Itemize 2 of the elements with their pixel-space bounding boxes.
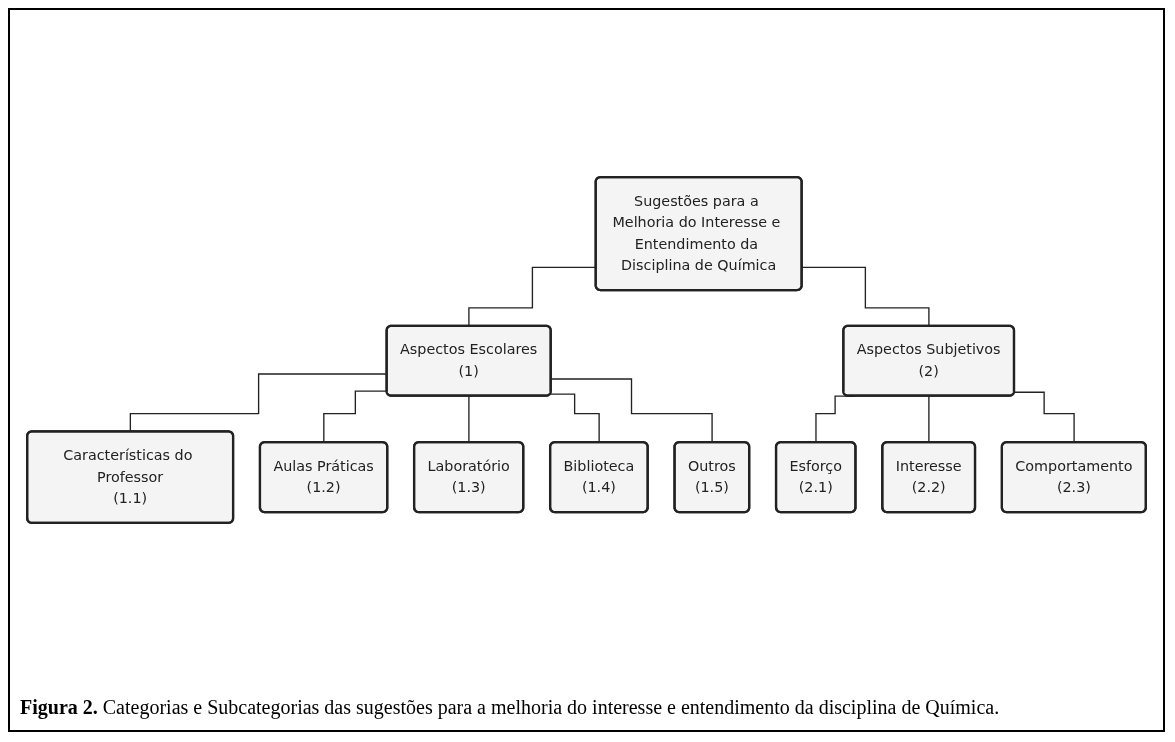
figure-caption: Figura 2. Categorias e Subcategorias das sugestões para a melhoria do interesse e entendimento da disciplina de Química. — [19, 695, 1001, 721]
tree-diagram: Sugestões para a Melhoria do Interesse e Entendimento da Disciplina de Química Aspectos Escolares (1) Aspectos Subjetivos (2) Características do Professor (1.1) Aulas Práticas (1.2) Laboratório (1.3) Biblioteca (1.4) Outros (1.5) Esforço (2.1) Interesse (2.2) Comportamento (2.3) — [20, 20, 1153, 680]
